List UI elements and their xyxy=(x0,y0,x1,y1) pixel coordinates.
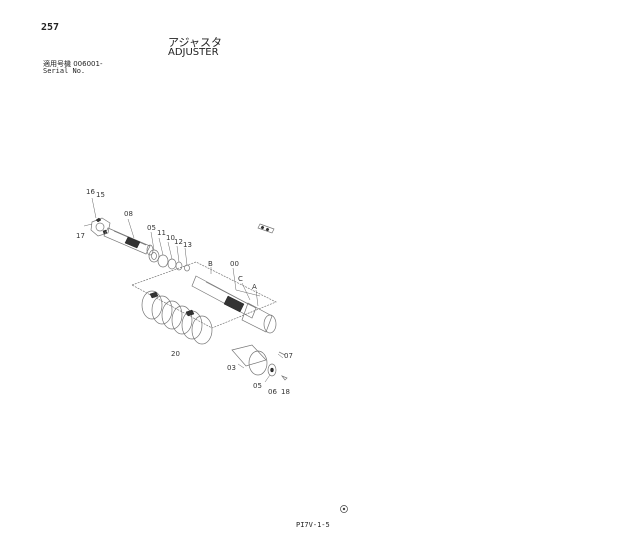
title-english: ADJUSTER xyxy=(168,47,219,58)
part-rod xyxy=(103,227,154,256)
title-japanese: アジャスタ xyxy=(168,36,223,49)
callout-12: 12 xyxy=(174,238,183,246)
callout-A: A xyxy=(252,283,257,291)
callout-18: 18 xyxy=(281,388,290,396)
callout-06: 06 xyxy=(268,388,277,396)
serial-label-english: Serial No. xyxy=(43,67,86,75)
callout-11: 11 xyxy=(157,229,166,237)
callout-00: 00 xyxy=(230,260,239,268)
callout-17: 17 xyxy=(76,232,85,240)
registered-mark-icon xyxy=(340,505,348,513)
callout-08: 08 xyxy=(124,210,133,218)
callout-B: B xyxy=(208,260,213,268)
part-small-fittings xyxy=(267,351,288,381)
part-seal-rings xyxy=(148,249,190,272)
callout-03: 03 xyxy=(227,364,236,372)
part-spring xyxy=(131,261,277,345)
callout-10: 10 xyxy=(166,234,175,242)
part-cylinder xyxy=(191,275,277,334)
callout-15: 15 xyxy=(96,191,105,199)
part-bracket xyxy=(231,344,268,376)
part-nut-group xyxy=(90,217,111,237)
callout-05-lower: 05 xyxy=(253,382,262,390)
callout-16: 16 xyxy=(86,188,95,196)
figure-code: PI7V-1-5 xyxy=(296,521,330,529)
part-bolt xyxy=(257,223,275,234)
serial-label-japanese: 適用号機 006001- xyxy=(43,60,103,68)
callout-05: 05 xyxy=(147,224,156,232)
callout-20: 20 xyxy=(171,350,180,358)
callout-C: C xyxy=(238,275,243,283)
callout-07: 07 xyxy=(284,352,293,360)
page-number: 257 xyxy=(41,22,60,33)
callout-13: 13 xyxy=(183,241,192,249)
